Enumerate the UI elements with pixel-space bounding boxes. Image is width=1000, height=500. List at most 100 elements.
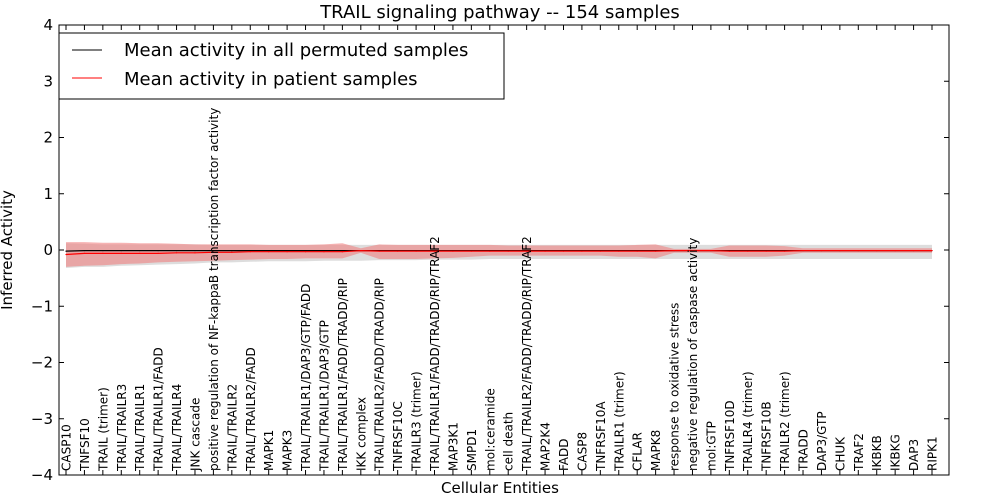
x-tick-label: JNK cascade — [189, 398, 203, 472]
x-tick-label: TRAIL/TRAILR1/DAP3/GTP/FADD — [299, 284, 313, 472]
point-series-0 — [304, 249, 307, 252]
point-series-1 — [157, 252, 159, 254]
point-series-1 — [876, 249, 878, 252]
point-series-1 — [341, 251, 343, 253]
x-tick-label: TRAIL/TRAILR1/FADD/TRADD/RIP — [336, 278, 350, 472]
x-tick-label: cell death — [502, 412, 516, 471]
point-series-1 — [728, 250, 730, 252]
x-tick-label: TRAIL/TRAILR2/FADD/TRADD/RIP/TRAF2 — [520, 236, 534, 472]
x-tick-label: TRAIL/TRAILR2 — [225, 384, 239, 472]
point-series-1 — [65, 253, 67, 256]
x-tick-label: TRAILR3 (trimer) — [410, 371, 424, 472]
point-series-1 — [397, 250, 399, 252]
x-tick-label: positive regulation of NF-kappaB transcr… — [207, 108, 221, 471]
point-series-0 — [175, 249, 178, 252]
band-series-1 — [66, 242, 932, 267]
x-tick-label: IKBKB — [870, 435, 884, 471]
point-series-1 — [139, 252, 141, 254]
x-tick-label: RIPK1 — [926, 436, 940, 471]
point-series-1 — [691, 249, 694, 252]
x-tick-label: TRAIL/TRAILR4 — [170, 384, 184, 472]
x-tick-label: CFLAR — [631, 432, 645, 471]
point-series-1 — [655, 250, 657, 252]
point-series-1 — [820, 249, 823, 252]
x-tick-label: TRAIL/TRAILR1 — [133, 384, 147, 472]
y-tick-label: −2 — [31, 354, 53, 372]
y-tick-label: 3 — [43, 72, 53, 90]
point-series-1 — [304, 251, 307, 253]
chart-title: TRAIL signaling pathway -- 154 samples — [319, 2, 680, 23]
point-series-1 — [470, 250, 472, 252]
y-tick-label: −1 — [31, 297, 53, 315]
x-tick-label: IKK complex — [354, 397, 368, 471]
y-tick-label: 2 — [43, 129, 53, 147]
x-tick-label: TRAIL/TRAILR2/FADD — [244, 347, 258, 472]
point-series-1 — [710, 249, 712, 252]
series-lines — [65, 249, 933, 256]
point-series-1 — [839, 249, 841, 252]
point-series-1 — [489, 250, 491, 252]
confidence-bands — [66, 242, 932, 268]
x-tick-label: TRAIL/TRAILR2/FADD/TRADD/RIP — [373, 278, 387, 472]
point-series-1 — [249, 251, 251, 253]
point-series-1 — [747, 250, 749, 252]
point-series-1 — [562, 250, 565, 252]
point-series-0 — [323, 249, 325, 252]
x-tick-label: CASP10 — [60, 424, 74, 471]
point-series-0 — [194, 249, 196, 252]
point-series-0 — [268, 249, 270, 252]
point-series-0 — [65, 250, 67, 252]
point-series-1 — [102, 252, 104, 254]
x-tick-label: MAPK3 — [281, 430, 295, 471]
y-axis-label: Inferred Activity — [0, 190, 16, 310]
legend-box — [58, 32, 505, 100]
x-tick-label: DAP3/GTP — [815, 411, 829, 471]
point-series-0 — [157, 249, 159, 252]
point-series-1 — [894, 249, 896, 252]
x-tick-label: TRAIL/TRAILR1/DAP3/GTP — [318, 320, 332, 472]
point-series-1 — [175, 252, 178, 254]
point-series-1 — [507, 250, 509, 252]
point-series-0 — [139, 249, 141, 252]
x-tick-label: MAP3K1 — [446, 422, 460, 471]
point-series-1 — [120, 252, 122, 254]
point-series-1 — [323, 251, 325, 253]
x-tick-label: MAPK1 — [262, 430, 276, 471]
x-tick-label: CHUK — [833, 436, 847, 471]
legend: Mean activity in all permuted samples Me… — [58, 32, 505, 100]
point-series-1 — [286, 251, 288, 253]
y-tick-label: 0 — [43, 241, 53, 259]
point-series-1 — [194, 252, 196, 254]
x-tick-label: TRAF2 — [852, 433, 866, 472]
point-series-1 — [765, 250, 767, 252]
point-series-1 — [231, 251, 233, 253]
x-tick-label: TRAILR4 (trimer) — [741, 371, 755, 472]
point-series-1 — [912, 249, 915, 252]
x-tick-label: TRAILR1 (trimer) — [612, 371, 626, 472]
x-tick-label: MAP2K4 — [539, 422, 553, 471]
point-series-1 — [673, 249, 675, 252]
point-series-1 — [931, 249, 933, 252]
point-series-1 — [802, 249, 804, 252]
point-series-0 — [286, 249, 288, 252]
point-series-0 — [120, 249, 122, 252]
x-tick-label: TRAIL (trimer) — [96, 387, 110, 472]
y-tick-label: −3 — [31, 410, 53, 428]
point-series-1 — [433, 250, 436, 252]
x-tick-label: TRAIL/TRAILR1/FADD/TRADD/RIP/TRAF2 — [428, 236, 442, 472]
legend-label-permuted: Mean activity in all permuted samples — [124, 40, 468, 61]
x-tick-label: TNFRSF10C — [391, 401, 405, 472]
point-series-0 — [249, 249, 251, 252]
x-tick-label: CASP8 — [575, 432, 589, 471]
point-series-1 — [378, 250, 380, 252]
point-series-1 — [599, 250, 601, 252]
x-tick-label: TRADD — [797, 429, 811, 472]
point-series-1 — [415, 250, 417, 252]
point-series-1 — [618, 250, 620, 252]
x-tick-label: TNFRSF10D — [723, 400, 737, 472]
point-series-0 — [83, 249, 86, 252]
x-tick-label: TNFRSF10B — [760, 401, 774, 472]
